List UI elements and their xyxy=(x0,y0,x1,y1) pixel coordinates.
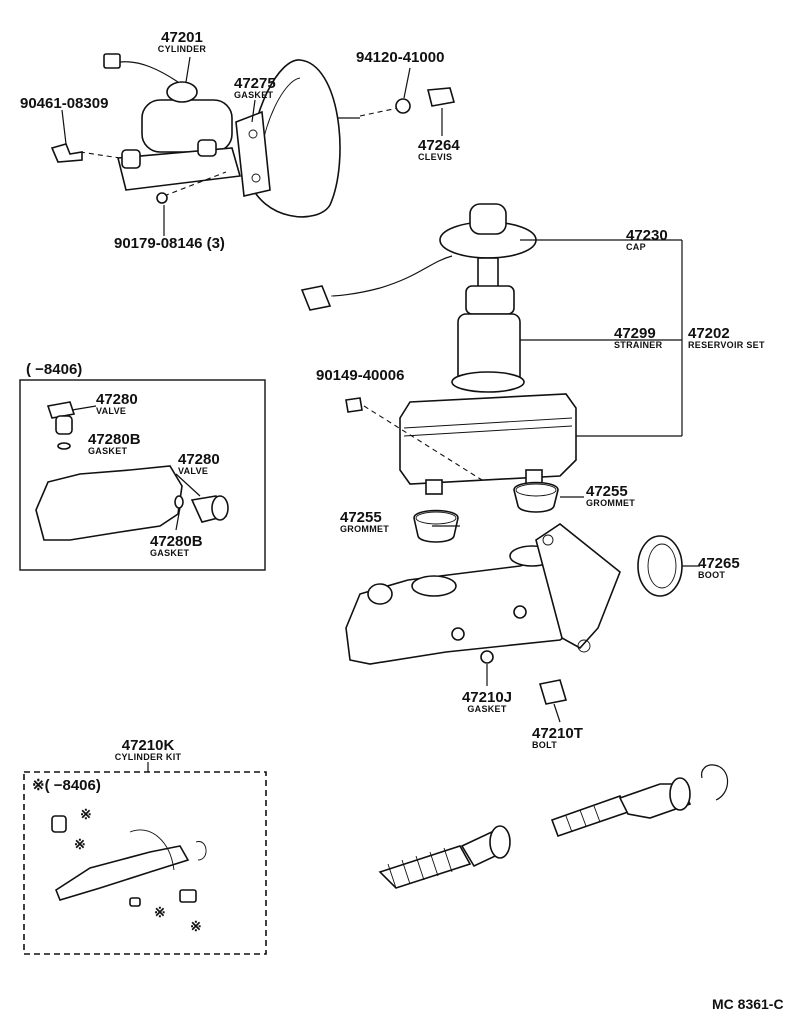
part-number: 47201 xyxy=(161,29,203,46)
part-number: 90461-08309 xyxy=(20,95,109,112)
part-name: CLEVIS xyxy=(418,152,453,162)
part-number: 47255 xyxy=(340,509,382,526)
part-number: 47280B xyxy=(150,533,203,550)
part-number: 90149-40006 xyxy=(316,367,405,384)
callout-47230: 47230 CAP xyxy=(626,228,668,252)
part-number: 47280B xyxy=(88,431,141,448)
cylinder-kit-box xyxy=(23,762,267,955)
part-number: 47265 xyxy=(698,555,740,572)
part-name: CYLINDER KIT xyxy=(114,752,182,762)
part-name: CAP xyxy=(626,242,646,252)
callout-47210K: 47210K CYLINDER KIT xyxy=(115,738,182,762)
part-number: 47210K xyxy=(121,737,175,754)
callout-47202: 47202 RESERVOIR SET xyxy=(688,326,765,350)
callout-47255-right: 47255 GROMMET xyxy=(586,484,635,508)
top-leader-lines xyxy=(61,56,443,236)
part-name: BOOT xyxy=(698,570,726,580)
kit-mark: ※ xyxy=(80,806,92,822)
callout-94120-41000: 94120-41000 xyxy=(356,50,444,65)
inset-callout-gasket-side: 47280B GASKET xyxy=(150,534,203,558)
part-name: VALVE xyxy=(178,466,209,476)
inset-header: ( −8406) xyxy=(26,362,82,377)
kit-mark: ※ xyxy=(74,836,86,852)
master-cylinder-assembly-drawing xyxy=(50,53,456,204)
kit-mark: ※ xyxy=(154,904,166,920)
piston-assembly-drawing xyxy=(378,764,729,889)
part-name: STRAINER xyxy=(614,340,663,350)
part-name: RESERVOIR SET xyxy=(688,340,765,350)
part-number: 47264 xyxy=(418,137,460,154)
part-name: GASKET xyxy=(150,548,190,558)
kit-mark: ※ xyxy=(190,918,202,934)
part-number: 47299 xyxy=(614,325,656,342)
part-number: 47255 xyxy=(586,483,628,500)
inset-callout-gasket-top: 47280B GASKET xyxy=(88,432,141,456)
inset-callout-valve-top: 47280 VALVE xyxy=(96,392,138,416)
callout-90461-08309: 90461-08309 xyxy=(20,96,108,111)
callout-90179-08146: 90179-08146 (3) xyxy=(114,236,225,251)
callout-47255-left: 47255 GROMMET xyxy=(340,510,389,534)
part-number: 47275 xyxy=(234,75,276,92)
early-model-inset-box xyxy=(19,379,266,571)
reservoir-set-drawing xyxy=(300,203,683,495)
part-name: VALVE xyxy=(96,406,127,416)
part-number: 47210J xyxy=(461,689,513,706)
part-name: GASKET xyxy=(467,704,507,714)
part-name: GASKET xyxy=(234,90,274,100)
part-number: 47280 xyxy=(178,451,220,468)
part-name: CYLINDER xyxy=(157,44,207,54)
callout-47210T: 47210T BOLT xyxy=(532,726,583,750)
inset-callout-valve-side: 47280 VALVE xyxy=(178,452,220,476)
callout-47201: 47201 CYLINDER xyxy=(158,30,206,54)
part-number: 47280 xyxy=(96,391,138,408)
part-name: BOLT xyxy=(532,740,558,750)
part-number: 90179-08146 (3) xyxy=(114,235,225,252)
grommets-and-boot-drawing xyxy=(413,481,700,597)
part-name: GROMMET xyxy=(340,524,390,534)
master-cylinder-body-drawing xyxy=(345,523,621,723)
part-number: 47210T xyxy=(532,725,583,742)
callout-90149-40006: 90149-40006 xyxy=(316,368,404,383)
callout-47265: 47265 BOOT xyxy=(698,556,740,580)
inset-header-text: ( −8406) xyxy=(26,361,83,378)
part-name: GROMMET xyxy=(586,498,636,508)
part-number: 47230 xyxy=(626,227,668,244)
brake-booster-drawing xyxy=(247,59,399,218)
part-name: GASKET xyxy=(88,446,128,456)
part-number: 94120-41000 xyxy=(356,49,445,66)
callout-47264: 47264 CLEVIS xyxy=(418,138,460,162)
part-number: 47202 xyxy=(688,325,730,342)
kit-box-header-text: ※( −8406) xyxy=(32,777,101,794)
kit-box-header: ※( −8406) xyxy=(32,778,101,793)
callout-47210J: 47210J GASKET xyxy=(462,690,512,714)
figure-code: MC 8361-C xyxy=(712,996,784,1012)
callout-47275: 47275 GASKET xyxy=(234,76,276,100)
callout-47299: 47299 STRAINER xyxy=(614,326,662,350)
